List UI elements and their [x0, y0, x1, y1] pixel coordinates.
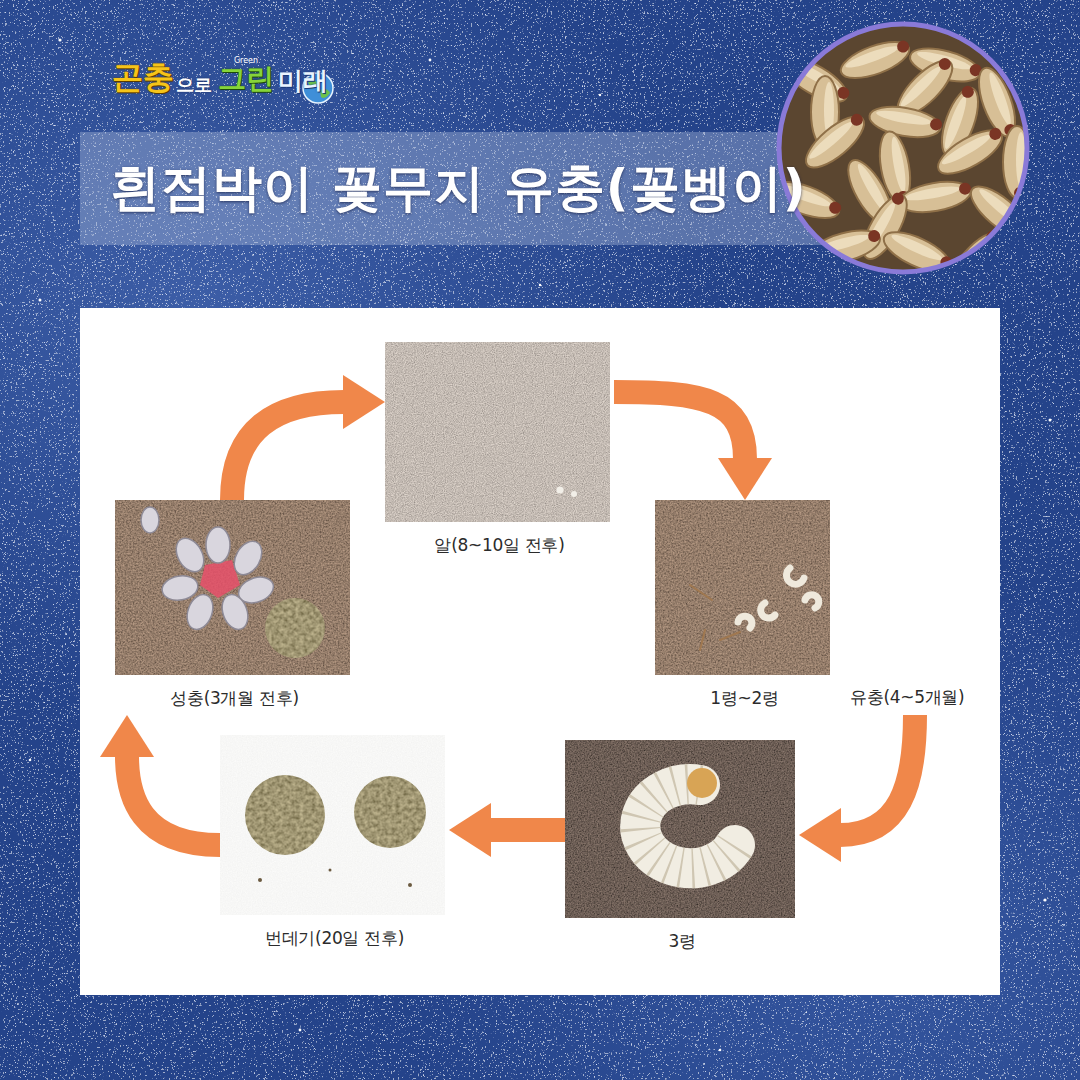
logo-text: 곤충 — [112, 60, 174, 96]
photo-frame — [565, 740, 795, 918]
logo: 곤충으로 그린Green미래 — [112, 60, 328, 96]
cycle-arrow — [127, 756, 220, 845]
stage-node: 번데기(20일 전후) — [220, 735, 449, 955]
stage-node: 알(8~10일 전후) — [385, 342, 614, 562]
title-holder: 흰점박이 꽃무지 유충(꽃벵이) — [110, 132, 807, 245]
cycle-arrow — [232, 402, 344, 500]
stage-node: 1령~2령 — [655, 500, 940, 715]
larvae-photo — [775, 20, 1031, 276]
stage-group-label: 유충(4~5개월) — [850, 686, 964, 708]
stage-label: 알(8~10일 전후) — [385, 534, 614, 556]
photo-frame — [385, 342, 610, 522]
stage-node: 3령 — [565, 740, 799, 958]
logo-text: 으로 — [176, 75, 212, 96]
cycle-arrow — [490, 818, 565, 842]
photo-frame — [115, 500, 350, 675]
photo-frame — [655, 500, 830, 675]
logo-subtext: Green — [234, 56, 258, 65]
cycle-arrow — [840, 715, 915, 835]
title: 흰점박이 꽃무지 유충(꽃벵이) — [110, 155, 807, 222]
cycle-arrow — [614, 392, 745, 459]
photo-frame — [220, 735, 445, 915]
stage-label: 번데기(20일 전후) — [220, 927, 449, 949]
logo-text: 미래 — [278, 67, 328, 96]
stage-node: 성충(3개월 전후) — [115, 500, 354, 715]
stage-label: 3령 — [565, 930, 799, 952]
stage-label: 1령~2령 — [655, 687, 834, 709]
logo-text: 그린 — [218, 63, 274, 95]
logo-word-holder: 그린Green — [218, 63, 274, 95]
stage-label: 성충(3개월 전후) — [115, 687, 354, 709]
